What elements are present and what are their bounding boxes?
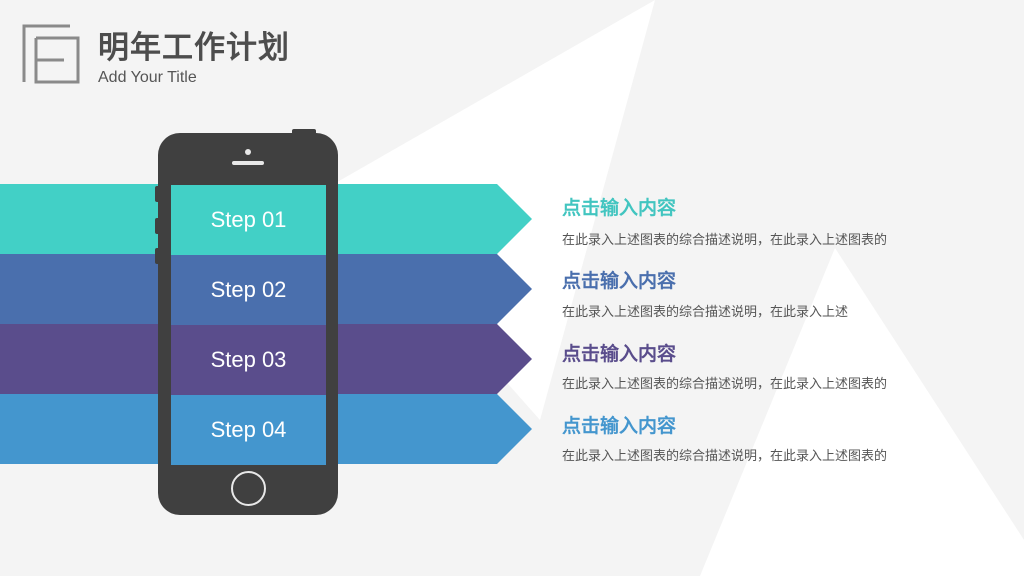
step-heading-2[interactable]: 点击输入内容 [562,270,677,292]
step-label-2[interactable]: Step 02 [171,255,326,325]
step-description-1: 在此录入上述图表的综合描述说明，在此录入上述图表的 [562,233,888,248]
phone-side-button [155,248,160,264]
step-heading-1[interactable]: 点击输入内容 [562,197,677,219]
step-heading-4[interactable]: 点击输入内容 [562,415,677,437]
step-label-1[interactable]: Step 01 [171,185,326,255]
phone-side-button [155,186,160,202]
page-title: 明年工作计划 [98,30,290,66]
bg-triangle-right [700,248,1024,576]
page-subtitle: Add Your Title [98,69,197,86]
step-description-4: 在此录入上述图表的综合描述说明，在此录入上述图表的 [562,449,888,464]
step-label-3[interactable]: Step 03 [171,325,326,395]
phone-power-button [292,129,316,135]
logo-bracket-icon [22,24,80,84]
step-label-4[interactable]: Step 04 [171,395,326,465]
step-heading-3[interactable]: 点击输入内容 [562,343,677,365]
step-description-2: 在此录入上述图表的综合描述说明，在此录入上述 [562,305,849,320]
step-description-3: 在此录入上述图表的综合描述说明，在此录入上述图表的 [562,377,888,392]
phone-speaker-icon [232,161,264,165]
phone-home-button-icon [231,471,266,506]
phone-side-button [155,218,160,234]
phone-camera-icon [245,149,251,155]
